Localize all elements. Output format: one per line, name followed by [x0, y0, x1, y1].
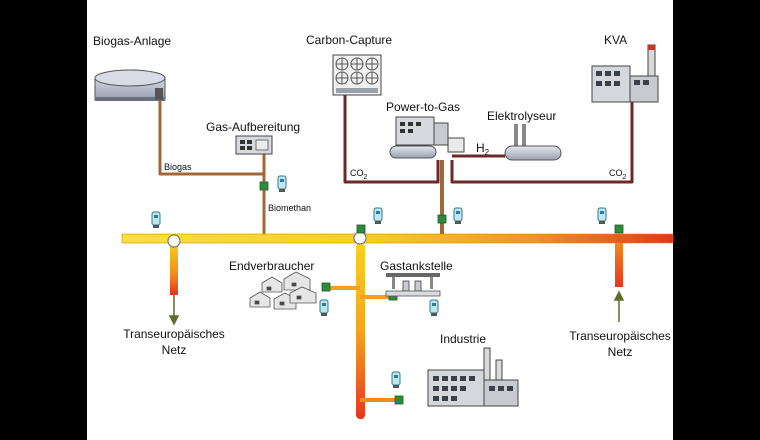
source-pipes [158, 95, 634, 237]
gas-meter-icon [319, 299, 329, 316]
valve [614, 224, 624, 234]
gas-treatment-icon [235, 135, 273, 155]
valve [259, 181, 269, 191]
co2-pipe-right [450, 100, 634, 184]
main-pipes [121, 233, 674, 419]
pipe-center-down [356, 243, 365, 419]
electrolyser-icon [504, 124, 562, 161]
label-h2: H2 [476, 141, 490, 157]
junction-left [167, 234, 181, 248]
co2-pipe-left [343, 95, 440, 184]
gas-meter-icon [391, 371, 401, 388]
gas-meter-icon [429, 299, 439, 316]
valve [321, 282, 331, 292]
label-carbon-capture: Carbon-Capture [306, 33, 392, 47]
label-gas-aufbereitung: Gas-Aufbereitung [206, 120, 300, 134]
label-endverbraucher: Endverbraucher [229, 259, 314, 273]
label-power-to-gas: Power-to-Gas [386, 100, 460, 114]
label-co2-left: CO2 [350, 168, 368, 181]
kva-plant-icon [591, 44, 659, 103]
power-to-gas-icon [389, 116, 465, 159]
label-netz-right-2: Netz [608, 345, 633, 359]
label-netz-left-1: Transeuropäisches [123, 327, 225, 341]
label-biogas-anlage: Biogas-Anlage [93, 34, 171, 48]
gas-meter-icon [277, 175, 287, 192]
carbon-capture-icon [332, 54, 382, 96]
label-co2-right: CO2 [609, 168, 627, 181]
label-kva: KVA [604, 33, 627, 47]
biogas-plant-icon [94, 69, 166, 101]
gas-meter-icon [373, 207, 383, 224]
junction-center [353, 231, 367, 245]
gas-station-icon [385, 273, 441, 297]
valve [394, 395, 404, 405]
industry-icon [427, 347, 519, 407]
label-industrie: Industrie [440, 332, 486, 346]
biogas-pipe [158, 100, 266, 176]
labels: Biogas-Anlage Carbon-Capture KVA Gas-Auf… [93, 33, 671, 359]
label-biogas: Biogas [164, 162, 192, 172]
label-biomethan: Biomethan [268, 203, 311, 213]
main-pipe [121, 233, 674, 244]
valve [437, 214, 447, 224]
label-gastankstelle: Gastankstelle [380, 259, 453, 273]
label-netz-left-2: Netz [162, 343, 187, 357]
gas-meter-icon [151, 211, 161, 228]
flow-arrows [168, 290, 625, 326]
gas-meter-icon [453, 207, 463, 224]
label-netz-right-1: Transeuropäisches [569, 329, 671, 343]
pipe-left-down [170, 243, 178, 295]
gas-meter-icon [597, 207, 607, 224]
pipe-right-down [615, 243, 623, 287]
label-elektrolyseur: Elektrolyseur [487, 109, 556, 123]
gas-meters [151, 175, 607, 388]
valve [356, 224, 366, 234]
consumer-houses-icon [249, 271, 317, 310]
